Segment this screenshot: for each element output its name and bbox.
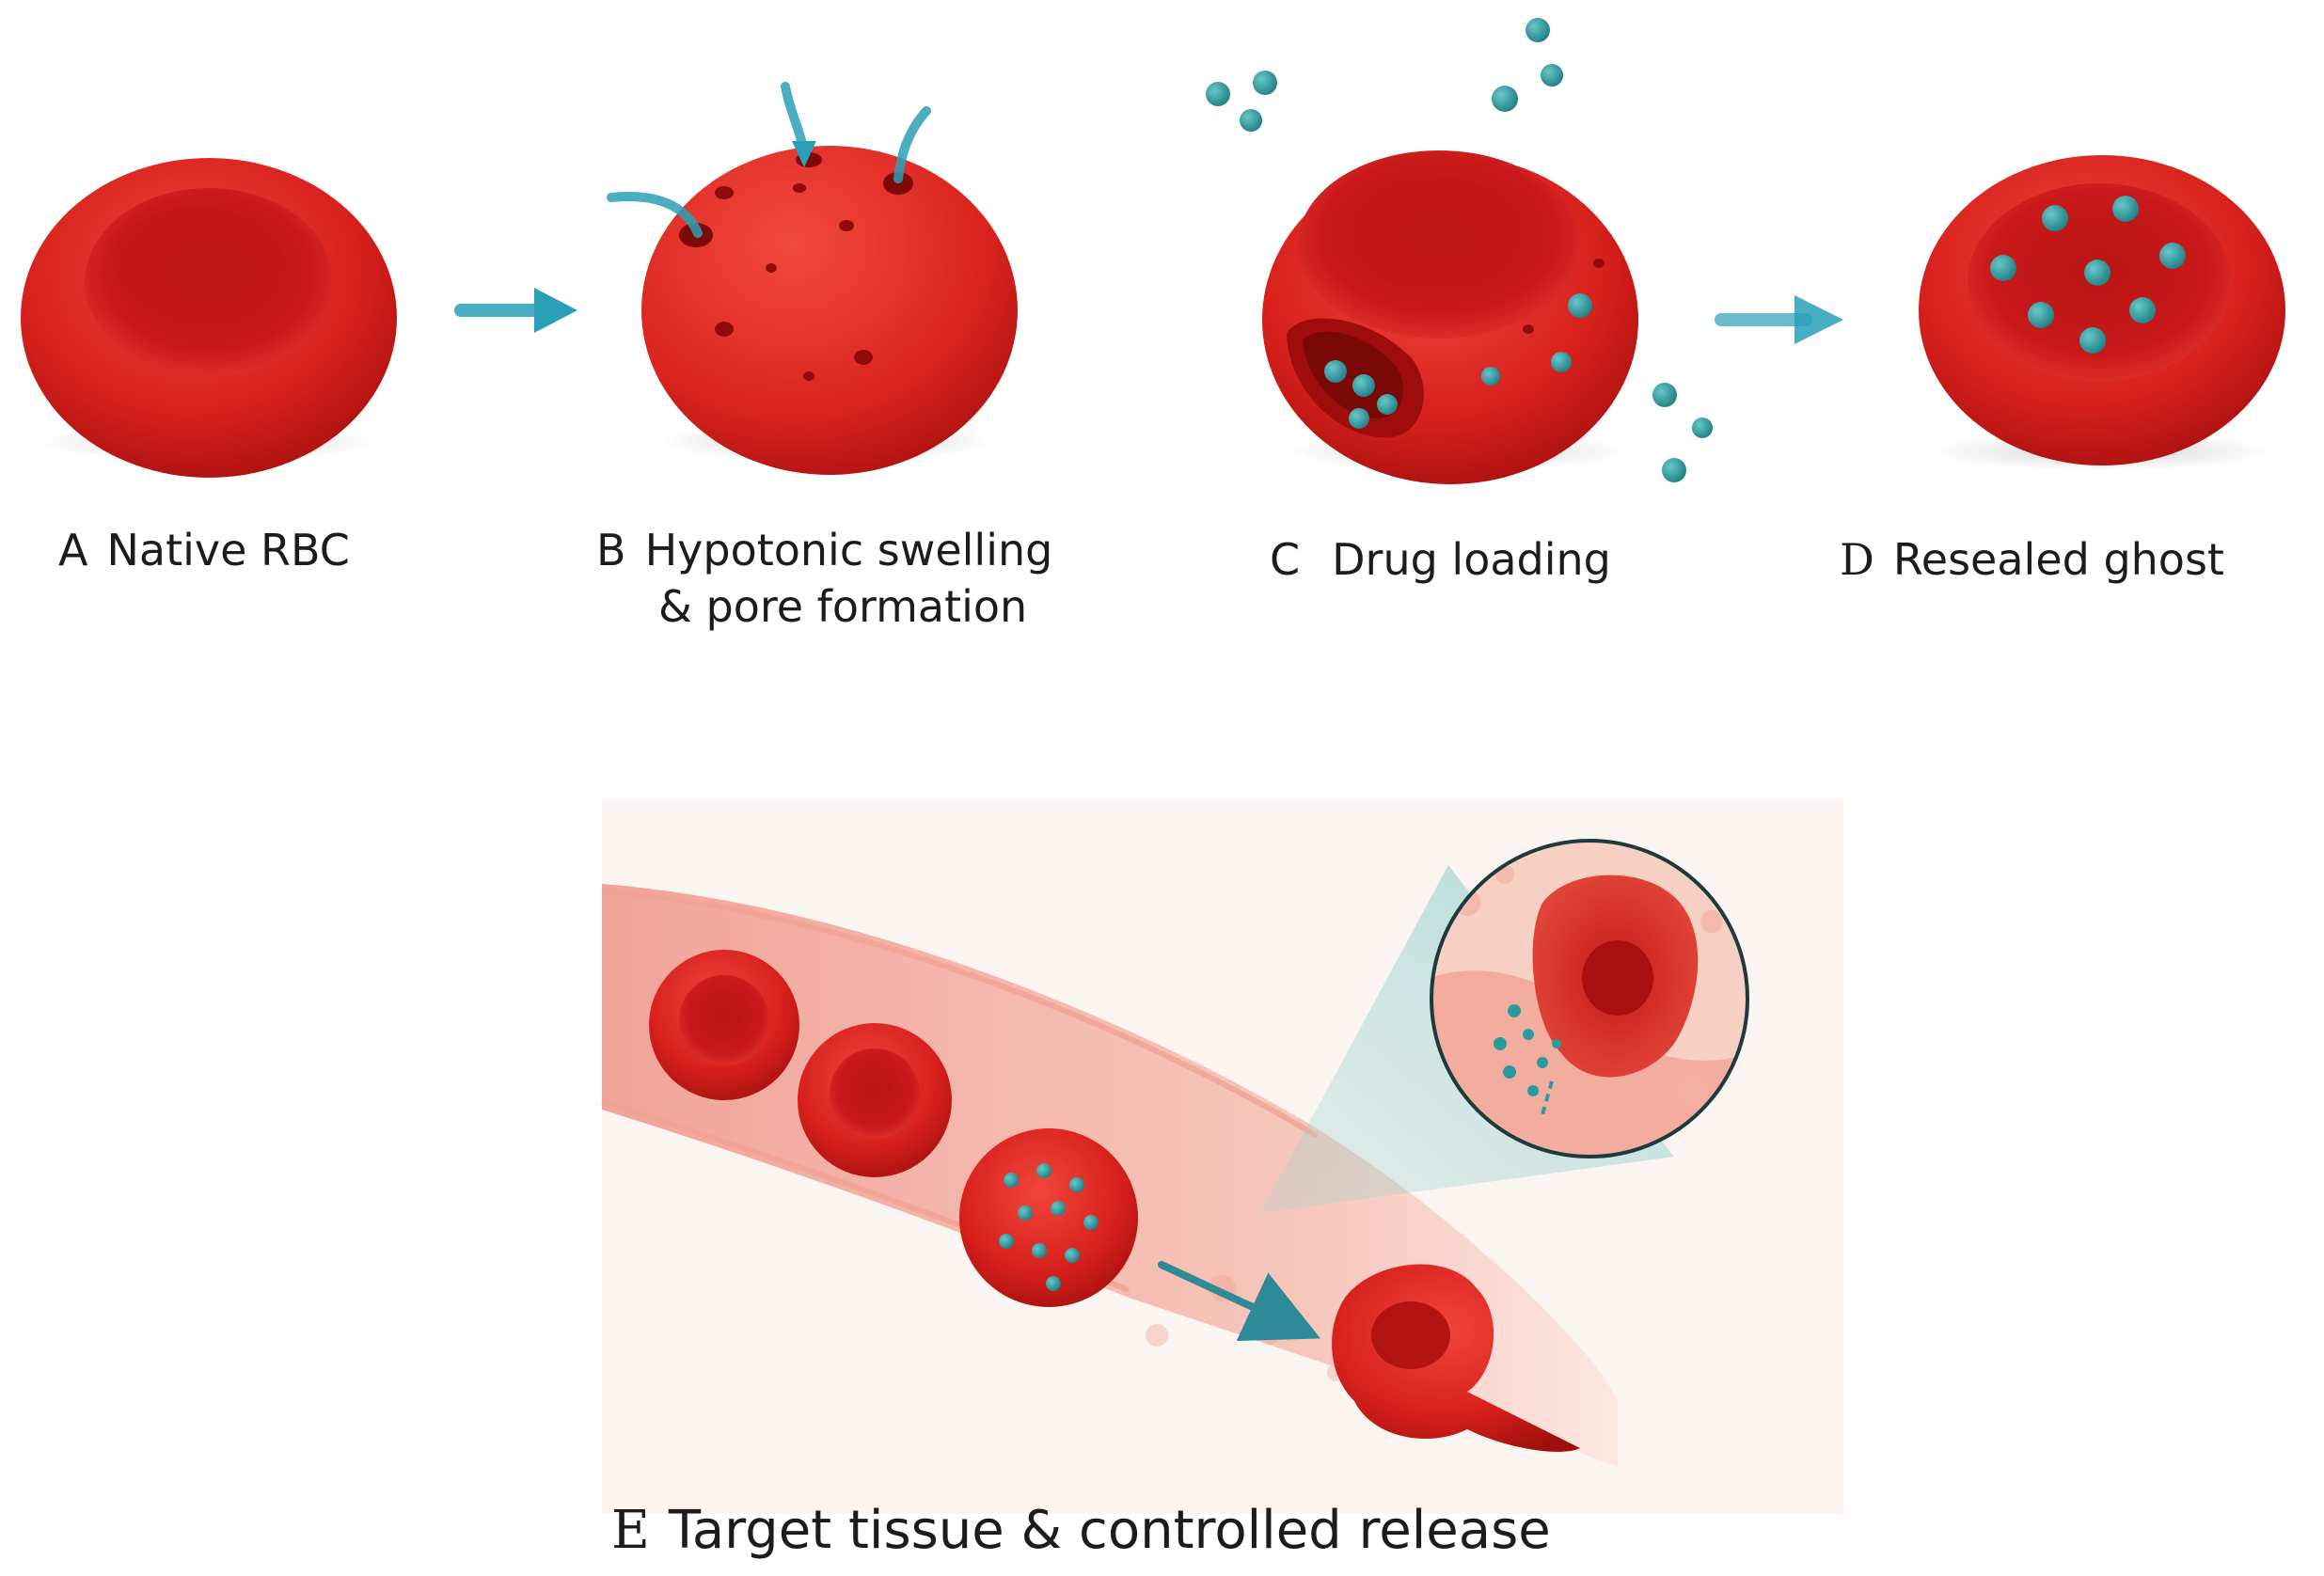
label-b-title-line2: & pore formation — [658, 580, 1028, 632]
magnified-inset — [1430, 839, 1749, 1158]
vessel-loaded-rbc — [959, 1128, 1138, 1307]
label-a-title: Native RBC — [106, 525, 350, 575]
drug-loading-rbc — [1206, 18, 1713, 484]
arrow-a-to-b — [454, 288, 577, 333]
target-cell — [1332, 1264, 1580, 1452]
label-c-letter: C — [1270, 534, 1301, 585]
label-b-letter: B — [596, 525, 626, 575]
swollen-rbc — [607, 82, 1018, 475]
target-tissue-panel — [601, 799, 1843, 1514]
native-rbc — [21, 158, 397, 478]
label-b-title: Hypotonic swelling — [644, 525, 1053, 575]
label-a-letter: A — [58, 525, 88, 575]
label-c: C Drug loading — [1270, 532, 1611, 589]
label-e: E Target tissue & controlled release — [611, 1497, 1551, 1566]
arrow-c-to-d — [1715, 295, 1843, 344]
label-c-title: Drug loading — [1332, 534, 1611, 585]
resealed-ghost-rbc — [1919, 155, 2285, 470]
label-d-title: Resealed ghost — [1892, 534, 2224, 585]
vessel-rbc-1 — [649, 950, 799, 1100]
label-d-letter: D — [1840, 534, 1874, 585]
vessel-rbc-2 — [798, 1023, 952, 1177]
label-e-title: Target tissue & controlled release — [668, 1500, 1551, 1561]
label-e-letter: E — [611, 1500, 650, 1561]
label-b: B Hypotonic swelling & pore formation — [596, 523, 1052, 636]
label-d: D Resealed ghost — [1840, 532, 2224, 589]
label-a: A Native RBC — [58, 523, 350, 579]
